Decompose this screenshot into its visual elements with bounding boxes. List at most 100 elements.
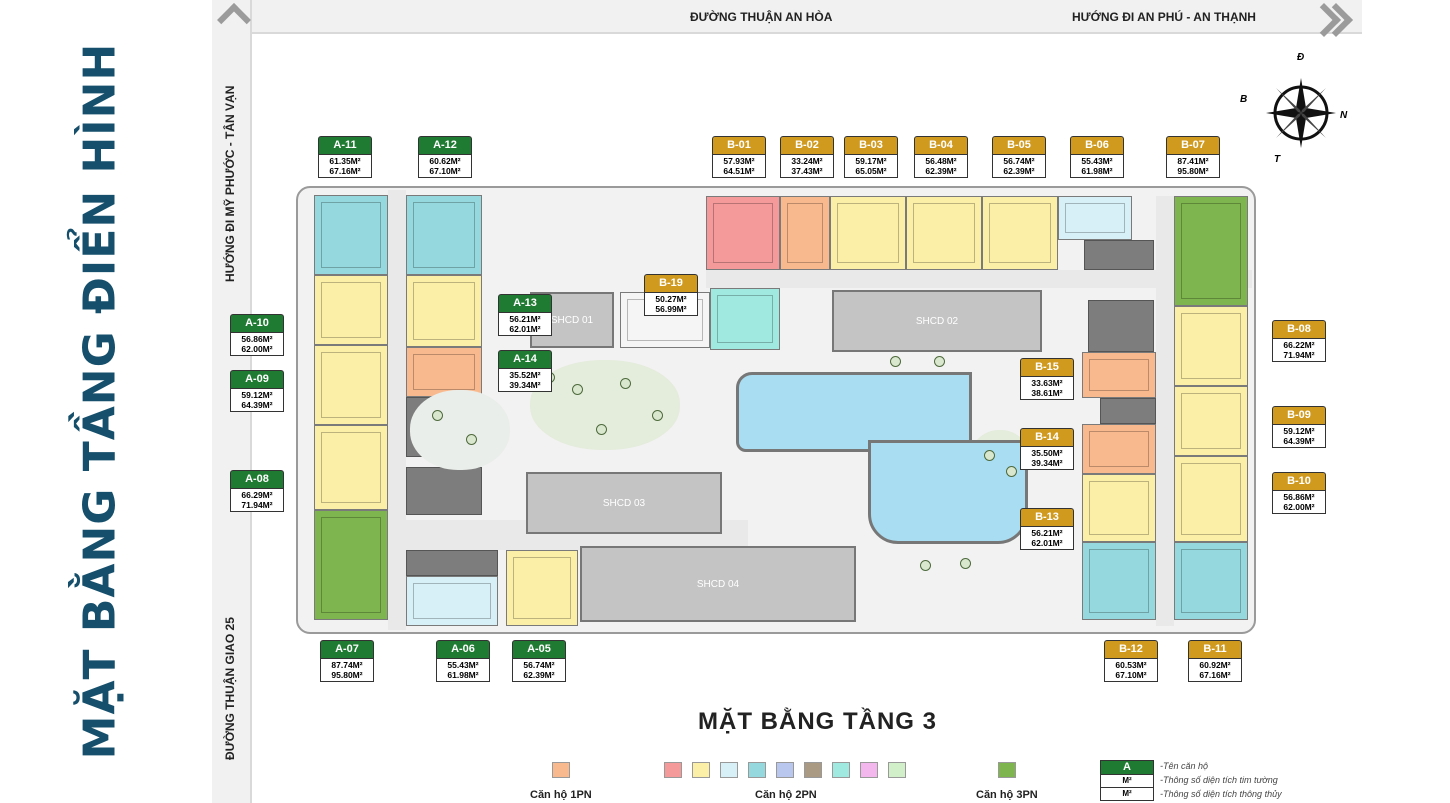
tree [572,384,583,395]
tree [596,424,607,435]
garden-central [530,360,680,450]
unit-name: B-03 [844,136,898,154]
pool-upper [736,372,972,452]
unit-name: A-09 [230,370,284,388]
unit-b09 [1174,386,1248,456]
unit-name: A-13 [498,294,552,312]
road-top-label: ĐƯỜNG THUẬN AN HÒA [690,10,833,24]
unit-a07 [314,510,388,620]
unit-wall-area: 33.24M² [791,156,823,166]
unit-name: B-19 [644,274,698,292]
legend-swatch-2pn [776,762,794,778]
road-left-lower-label: ĐƯỜNG THUẬN GIAO 25 [223,617,237,760]
unit-b03 [830,196,906,270]
compass-east: N [1340,110,1348,121]
legend-key-tag: A [1100,760,1154,775]
unit-wall-area: 60.62M² [429,156,461,166]
unit-wall-area: 66.29M² [241,490,273,500]
unit-b04 [906,196,982,270]
tree [920,560,931,571]
unit-clear-area: 64.39M² [1283,436,1315,446]
tree [432,410,443,421]
unit-wall-area: 61.35M² [329,156,361,166]
unit-clear-area: 67.10M² [429,166,461,176]
unit-clear-area: 62.39M² [1003,166,1035,176]
core-stair-right [1100,398,1156,424]
unit-b19 [710,288,780,350]
unit-name: A-12 [418,136,472,154]
unit-clear-area: 61.98M² [1081,166,1113,176]
legend-swatch-2pn [804,762,822,778]
unit-wall-area: 56.74M² [1003,156,1035,166]
unit-wall-area: 33.63M² [1031,378,1063,388]
unit-clear-area: 64.51M² [723,166,755,176]
unit-wall-area: 55.43M² [447,660,479,670]
legend-3pn-label: Căn hộ 3PN [976,789,1038,801]
unit-wall-area: 35.50M² [1031,448,1063,458]
legend-swatch-2pn [888,762,906,778]
unit-wall-area: 87.41M² [1177,156,1209,166]
facility-shcd03: SHCD 03 [526,472,722,534]
legend-1pn-label: Căn hộ 1PN [530,789,592,801]
floor-plan-map: ĐƯỜNG THUẬN AN HÒA HƯỚNG ĐI AN PHÚ - AN … [200,0,1450,803]
unit-clear-area: 39.34M² [509,380,541,390]
tree [620,378,631,389]
unit-wall-area: 66.22M² [1283,340,1315,350]
unit-wall-area: 56.48M² [925,156,957,166]
unit-wall-area: 56.21M² [509,314,541,324]
legend-key-m2: M² [1100,788,1154,801]
tree [960,558,971,569]
unit-clear-area: 67.16M² [1199,670,1231,680]
unit-clear-area: 62.00M² [1283,502,1315,512]
unit-name: B-09 [1272,406,1326,424]
page-title-panel: MẶT BẰNG TẦNG ĐIỂN HÌNH [0,0,200,803]
unit-clear-area: 67.10M² [1115,670,1147,680]
unit-a11 [314,195,388,275]
unit-a12 [406,195,482,275]
unit-a13 [406,275,482,347]
unit-name: B-14 [1020,428,1074,446]
legend-swatch-1pn [552,762,570,778]
unit-wall-area: 87.74M² [331,660,363,670]
legend-swatch-2pn [664,762,682,778]
unit-a10 [314,275,388,345]
road-left-upper-label: HƯỚNG ĐI MỸ PHƯỚC - TÂN VẠN [223,85,237,282]
compass: Đ B N T [1240,52,1348,165]
unit-a08 [314,425,388,510]
unit-clear-area: 95.80M² [331,670,363,680]
page-title: MẶT BẰNG TẦNG ĐIỂN HÌNH [74,42,126,760]
core-elevator-bottom [406,550,498,576]
unit-name: B-08 [1272,320,1326,338]
legend-swatch-2pn [832,762,850,778]
corridor-left [388,190,406,630]
legend-2pn-label: Căn hộ 2PN [755,789,817,801]
tree [466,434,477,445]
core-top-right [1084,240,1154,270]
unit-b10 [1174,456,1248,542]
unit-b14 [1082,424,1156,474]
compass-north: Đ [1297,52,1305,63]
unit-name: A-05 [512,640,566,658]
unit-name: A-08 [230,470,284,488]
unit-clear-area: 71.94M² [1283,350,1315,360]
unit-name: B-02 [780,136,834,154]
unit-clear-area: 61.98M² [447,670,479,680]
tree [890,356,901,367]
unit-name: B-01 [712,136,766,154]
plan-title: MẶT BẰNG TẦNG 3 [698,708,937,735]
unit-clear-area: 64.39M² [241,400,273,410]
legend-swatch-2pn [860,762,878,778]
